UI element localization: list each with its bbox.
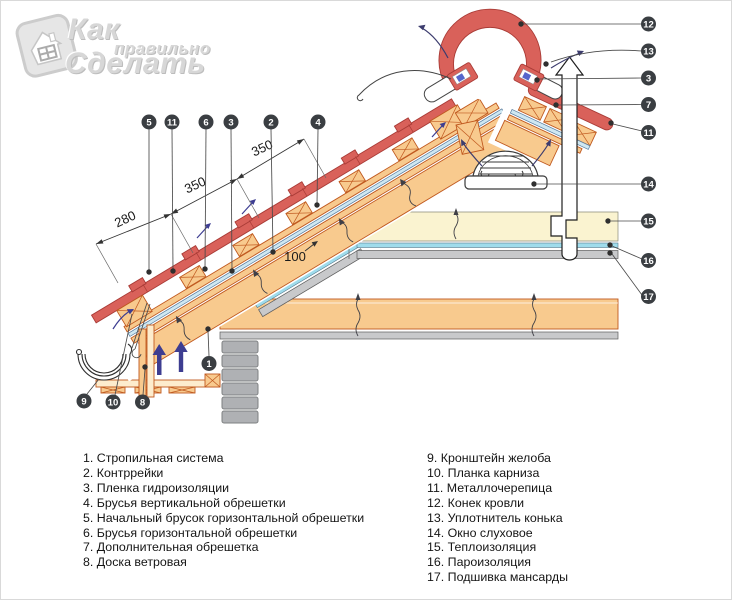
wall-blocks <box>221 340 259 424</box>
svg-text:6: 6 <box>203 118 208 129</box>
dimension-100: 100 <box>284 249 306 264</box>
callout-leaders <box>86 21 643 396</box>
dormer-window <box>464 150 548 190</box>
site-logo: Как правильно Сделать <box>13 7 243 97</box>
horizontal-battens <box>116 97 489 328</box>
legend-item: 2. Контррейки <box>83 465 164 480</box>
callout-17: 17 <box>641 289 656 304</box>
callout-6: 6 <box>198 114 214 130</box>
callout-1: 1 <box>201 356 217 371</box>
callout-9: 9 <box>76 393 92 409</box>
callout-5: 5 <box>141 114 157 130</box>
legend-item: 17. Подшивка мансарды <box>427 570 568 585</box>
callout-4: 4 <box>310 114 326 130</box>
legend-item: 13. Уплотнитель конька <box>427 510 563 525</box>
air-flow-arrows <box>112 24 584 375</box>
callout-8: 8 <box>135 394 150 410</box>
legend-item: 8. Доска ветровая <box>83 555 187 570</box>
callout-2: 2 <box>263 114 279 130</box>
ridge <box>356 8 564 155</box>
mansard-lining-band <box>356 250 619 259</box>
svg-text:9: 9 <box>81 397 86 408</box>
legend-item: 16. Пароизоляция <box>427 555 531 570</box>
callout-3-top: 3 <box>223 114 239 130</box>
callout-11-right: 11 <box>641 125 656 140</box>
roof-section-diagram: 280 350 350 100 <box>75 8 656 424</box>
callout-15: 15 <box>641 213 656 229</box>
gutter <box>75 343 133 381</box>
dimension-280: 280 <box>112 208 138 231</box>
legend-left-column: 1. Стропильная система 2. Контррейки 3. … <box>83 451 364 570</box>
legend-item: 6. Брусья горизонтальной обрешетки <box>83 525 298 540</box>
legend-right-column: 9. Кронштейн желоба 10. Планка карниза 1… <box>427 451 568 585</box>
seal-band-curve <box>356 70 452 102</box>
eave-vent-arrow <box>152 344 166 375</box>
roof-slope-assembly <box>86 68 532 382</box>
logo-word-3: Сделать <box>65 47 206 80</box>
gutter-bracket-curl <box>75 348 83 356</box>
vapor-barrier-line <box>356 242 619 248</box>
legend-item: 12. Конек кровли <box>427 495 525 510</box>
svg-text:3: 3 <box>646 74 651 85</box>
svg-text:14: 14 <box>643 180 654 191</box>
svg-text:1: 1 <box>206 359 212 370</box>
callout-14: 14 <box>641 176 656 192</box>
callout-10: 10 <box>105 394 121 410</box>
ridge-seal-left <box>423 62 479 103</box>
vertical-battens-strip <box>123 102 500 333</box>
svg-text:10: 10 <box>108 398 119 409</box>
ridge-support-batten <box>455 119 485 155</box>
svg-text:12: 12 <box>643 20 654 31</box>
svg-text:5: 5 <box>146 118 152 129</box>
legend-item: 15. Теплоизоляция <box>427 540 537 555</box>
svg-text:7: 7 <box>646 100 651 111</box>
legend-item: 7. Дополнительная обрешетка <box>83 540 259 555</box>
legend-item: 4. Брусья вертикальной обрешетки <box>83 495 286 510</box>
legend-item: 11. Металлочерепица <box>427 480 553 495</box>
waterproof-film <box>127 108 505 337</box>
svg-text:17: 17 <box>643 292 654 303</box>
rafter-right <box>494 119 560 167</box>
callout-12: 12 <box>641 16 656 32</box>
vapor-flow-lines-screen <box>355 179 537 337</box>
svg-text:11: 11 <box>643 128 654 139</box>
svg-text:3: 3 <box>228 118 233 129</box>
vent-duct <box>550 56 585 261</box>
dimension-350-lower: 350 <box>182 174 208 197</box>
callout-13: 13 <box>641 43 656 59</box>
legend-item: 1. Стропильная система <box>83 451 224 465</box>
svg-text:8: 8 <box>140 398 145 409</box>
logo-word-1: Как <box>68 13 120 46</box>
callout-11-top: 11 <box>164 114 180 130</box>
eave-vent-arrow <box>174 341 188 372</box>
svg-text:16: 16 <box>643 256 654 267</box>
house-logo-icon <box>15 13 78 78</box>
svg-text:4: 4 <box>315 118 321 129</box>
cornice-strip <box>131 302 151 359</box>
svg-text:11: 11 <box>167 118 178 129</box>
callout-3-right: 3 <box>641 70 656 86</box>
legend-item: 3. Пленка гидроизоляции <box>83 480 230 495</box>
legend-item: 9. Кронштейн желоба <box>427 451 551 465</box>
logo-word-2: правильно <box>114 39 211 58</box>
callout-16: 16 <box>641 253 656 268</box>
svg-text:2: 2 <box>268 118 273 129</box>
legend-item: 14. Окно слуховое <box>427 525 533 540</box>
metal-tile <box>90 98 457 324</box>
soffit <box>95 373 221 394</box>
callout-7: 7 <box>641 97 656 112</box>
legend-item: 5. Начальный брусок горизонтальной обреш… <box>83 510 365 525</box>
ceiling-lining-strip <box>219 331 619 340</box>
legend-item: 10. Планка карниза <box>427 465 540 480</box>
svg-text:13: 13 <box>643 47 654 58</box>
vapor-flow-lines <box>178 221 354 341</box>
svg-text:15: 15 <box>643 217 654 228</box>
